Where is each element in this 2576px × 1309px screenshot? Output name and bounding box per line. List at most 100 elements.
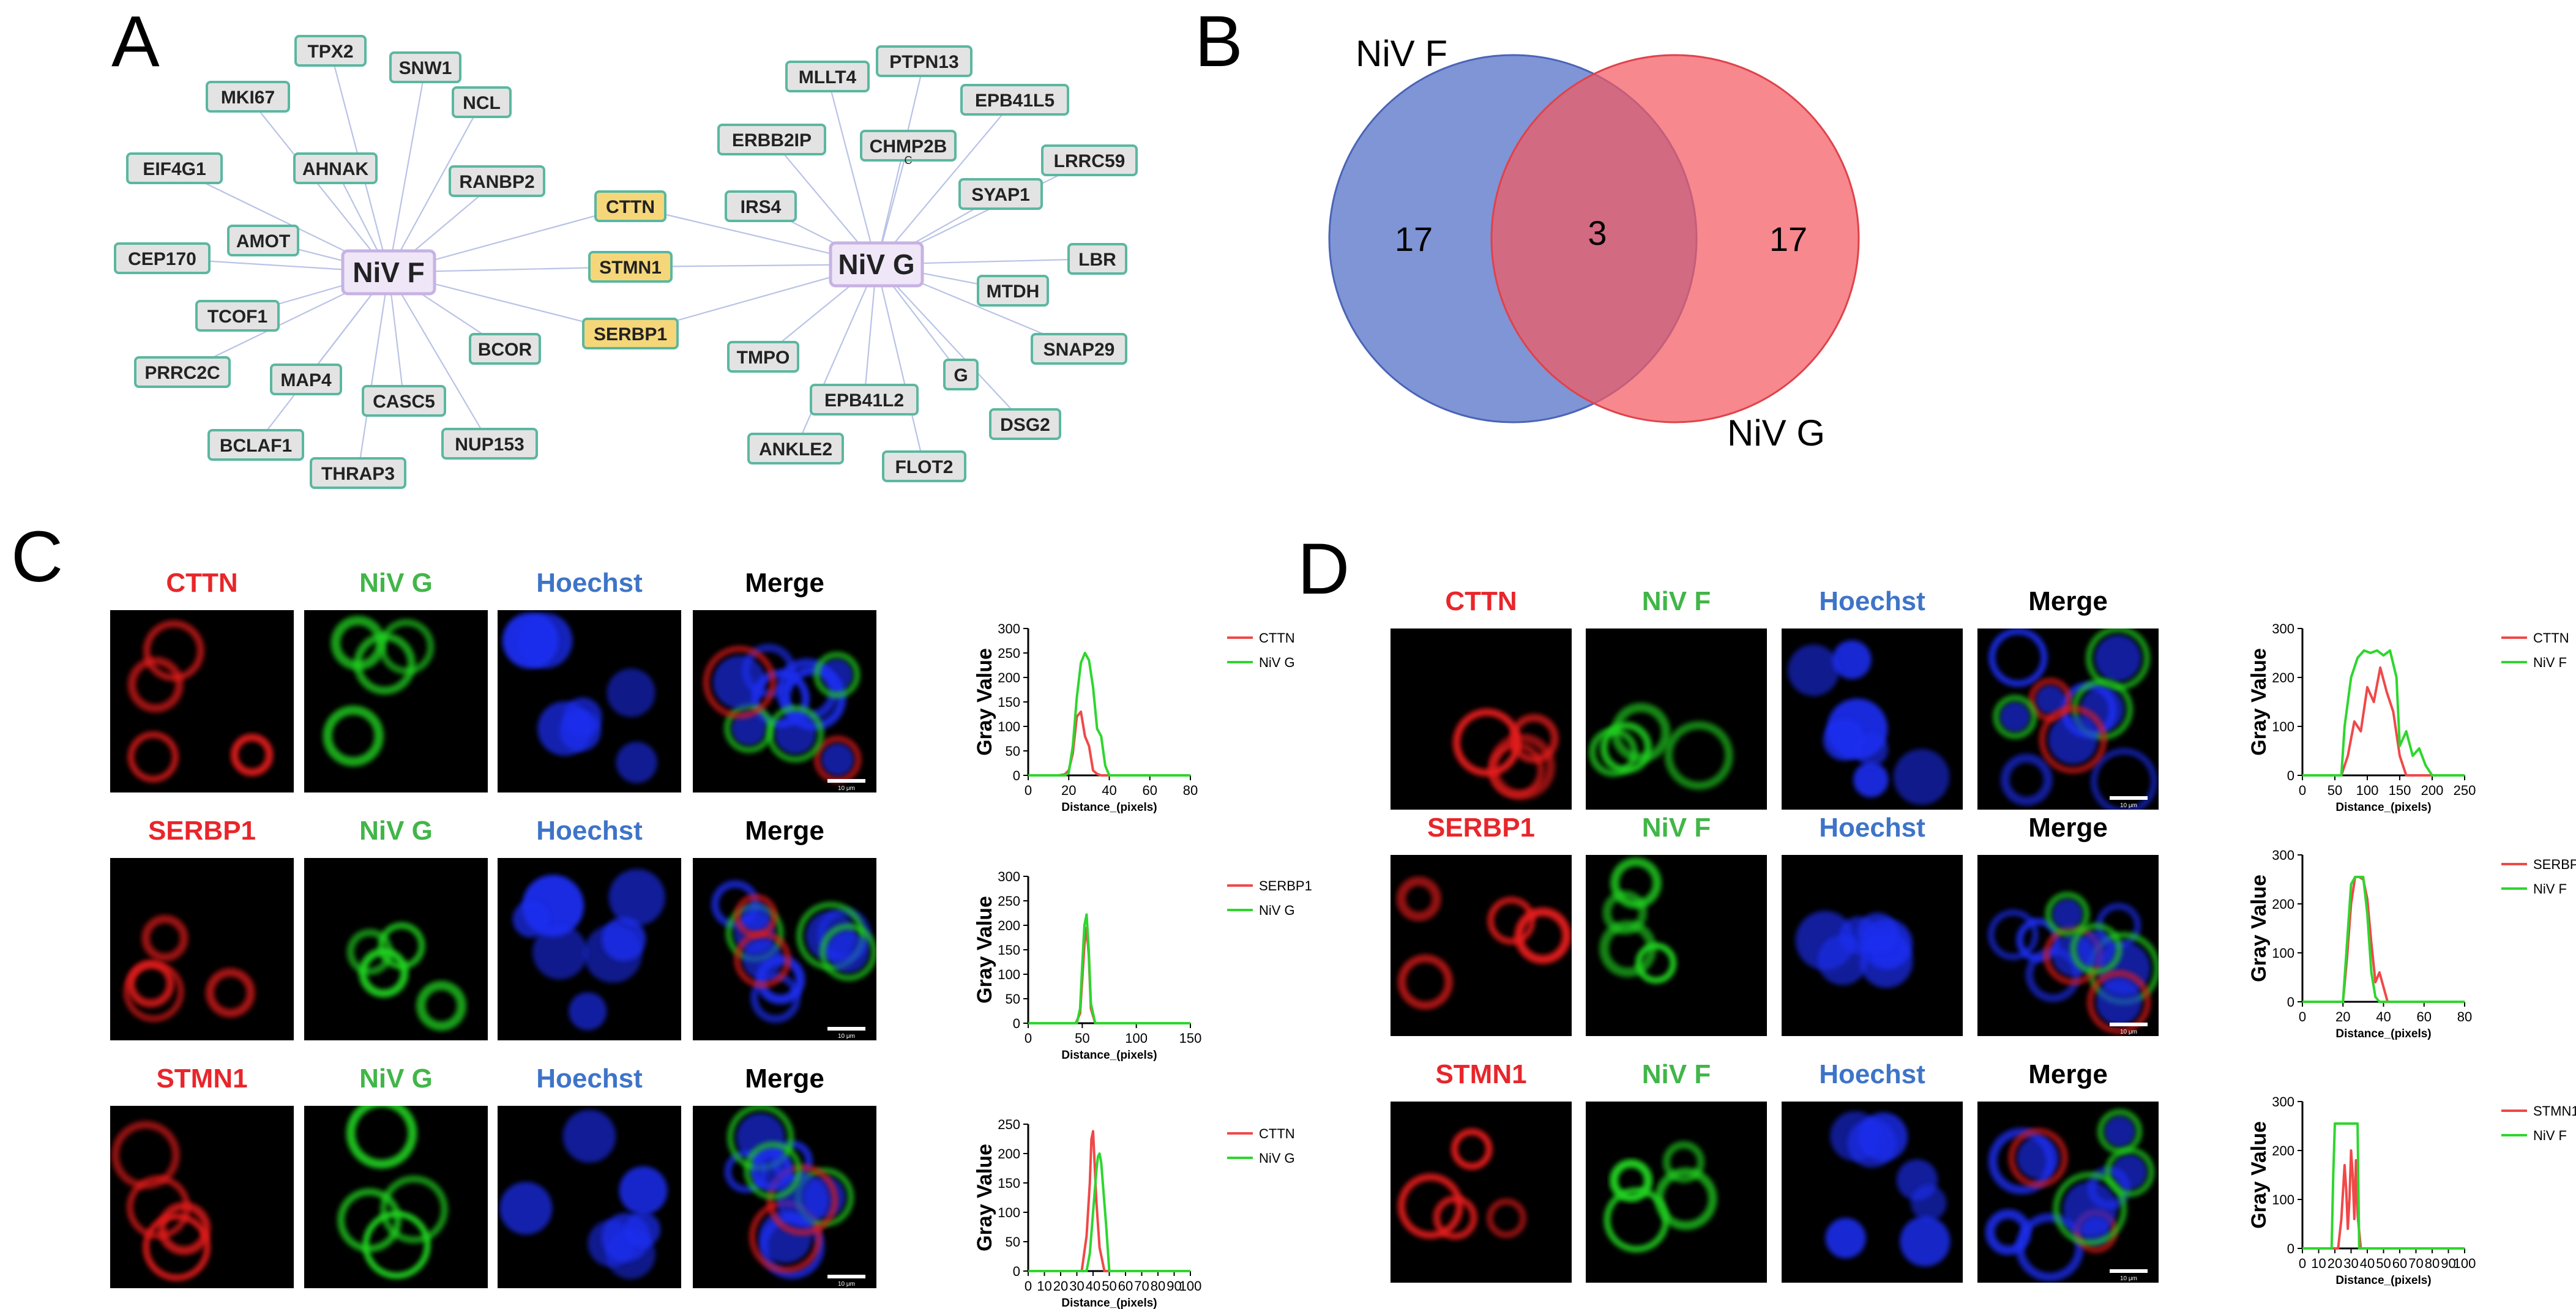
network-node-syap1: SYAP1	[958, 178, 1043, 210]
y-axis-label: Gray Value	[973, 1144, 996, 1251]
network-node-ncl: NCL	[452, 86, 512, 118]
network-hub-niv-g: NiV G	[829, 241, 924, 288]
channel-header-niv-f: NiV F	[1642, 813, 1711, 843]
network-node-cep170: CEP170	[114, 242, 211, 274]
network-node-label: MKI67	[221, 88, 275, 108]
series-line-niv-f	[2302, 1122, 2465, 1250]
y-tick-label: 100	[2272, 1192, 2294, 1207]
network-node-label: BCLAF1	[220, 436, 292, 456]
panel-label-b: B	[1195, 1, 1243, 82]
scale-bar-label: 10 μm	[838, 785, 855, 792]
network-edge	[876, 264, 1026, 425]
network-edge	[247, 96, 389, 273]
y-tick-label: 200	[2272, 670, 2294, 685]
network-node-nup153: NUP153	[441, 428, 538, 460]
scale-bar-label: 10 μm	[2120, 1275, 2137, 1282]
x-tick-label: 0	[2299, 783, 2306, 798]
series-line-cttn	[1028, 710, 1190, 777]
network-node-label: PRRC2C	[144, 363, 220, 383]
channel-header-niv-g: NiV G	[359, 816, 433, 846]
network-node-amot: AMOT	[227, 225, 299, 256]
legend-label: CTTN	[1259, 1126, 1295, 1141]
network-node-ankle2: ANKLE2	[747, 433, 844, 464]
y-tick-label: 150	[998, 1176, 1020, 1191]
venn-label-niv-g: NiV G	[1727, 412, 1825, 453]
network-node-label: FLOT2	[895, 457, 954, 477]
network-edge	[255, 272, 389, 446]
panel-label-c: C	[11, 517, 63, 597]
network-node-label: CEP170	[128, 249, 196, 269]
channel-header-niv-f: NiV F	[1642, 1059, 1711, 1089]
network-node-label: EPB41L5	[975, 91, 1055, 111]
scale-bar	[827, 1027, 865, 1031]
network-node-label: G	[954, 365, 968, 386]
x-tick-label: 40	[1102, 783, 1116, 798]
network-node-bcor: BCOR	[469, 333, 541, 365]
x-tick-label: 0	[2299, 1256, 2306, 1271]
scale-bar	[827, 1275, 865, 1278]
network-edge	[388, 272, 490, 444]
x-tick-label: 100	[1125, 1031, 1148, 1046]
y-tick-label: 100	[998, 719, 1020, 734]
x-tick-label: 60	[1118, 1278, 1133, 1294]
network-node-label: THRAP3	[321, 464, 395, 484]
network-node-mtdh: MTDH	[977, 275, 1049, 307]
x-axis-label: Distance_(pixels)	[1061, 1049, 1157, 1062]
network-node-chmp2b: CHMP2B	[860, 130, 957, 162]
x-tick-label: 150	[2389, 783, 2411, 798]
network-node-label: CASC5	[373, 392, 435, 412]
channel-header-merge: Merge	[2028, 813, 2108, 843]
y-tick-label: 50	[1006, 1234, 1020, 1250]
legend-label: CTTN	[2533, 630, 2569, 646]
network-node-tmpo: TMPO	[727, 341, 799, 373]
network-node-thrap3: THRAP3	[310, 457, 406, 489]
legend-label: NiV G	[1259, 655, 1295, 670]
y-tick-label: 300	[2272, 848, 2294, 863]
x-tick-label: 60	[1143, 783, 1157, 798]
network-node-snw1: SNW1	[389, 51, 461, 83]
micrograph-merge	[693, 858, 876, 1040]
network-node-snap29: SNAP29	[1031, 333, 1127, 365]
network-edge	[826, 76, 878, 265]
panel-label-d: D	[1297, 529, 1350, 610]
venn-count-only-g: 17	[1769, 220, 1807, 258]
network-node-label: NUP153	[455, 434, 524, 455]
legend-label: NiV G	[1259, 903, 1295, 918]
legend-label: SERBP1	[1259, 878, 1312, 893]
y-tick-label: 50	[1006, 991, 1020, 1007]
micrograph-blue	[498, 858, 681, 1040]
network-hub-label: NiV G	[838, 248, 914, 280]
x-tick-label: 40	[2376, 1009, 2391, 1024]
network-node-label: BCOR	[478, 340, 532, 360]
network-node-label: IRS4	[741, 197, 782, 217]
micrograph-red	[110, 610, 294, 792]
network-edge	[876, 99, 1015, 265]
y-tick-label: 50	[1006, 744, 1020, 759]
x-tick-label: 30	[1069, 1278, 1084, 1294]
venn-diagram: NiV F NiV G 17 3 17	[1328, 33, 1860, 453]
network-node-stmn1: STMN1	[588, 251, 673, 283]
x-tick-label: 60	[2417, 1009, 2432, 1024]
legend-label: CTTN	[1259, 630, 1295, 646]
network-node-epb41l2: EPB41L2	[810, 384, 919, 416]
x-tick-label: 20	[1053, 1278, 1068, 1294]
network-node-irs4: IRS4	[725, 190, 797, 222]
x-tick-label: 0	[1025, 1031, 1032, 1046]
network-node-ranbp2: RANBP2	[449, 165, 545, 197]
x-tick-label: 250	[2454, 783, 2476, 798]
network-node-label: TMPO	[737, 348, 790, 368]
network-node-label: SNW1	[399, 58, 452, 78]
network-node-serbp1: SERBP1	[582, 318, 679, 349]
series-line-niv-g	[1028, 652, 1190, 777]
series-line-stmn1	[2302, 1149, 2465, 1250]
network-node-lrrc59: LRRC59	[1041, 144, 1138, 176]
network-node-label: TPX2	[307, 42, 353, 62]
x-axis-label: Distance_(pixels)	[1061, 801, 1157, 814]
panel-label-a: A	[111, 1, 160, 82]
x-tick-label: 40	[1086, 1278, 1100, 1294]
scale-bar-label: 10 μm	[2120, 802, 2137, 809]
network-node-eif4g1: EIF4G1	[126, 152, 223, 184]
y-tick-label: 150	[998, 695, 1020, 710]
